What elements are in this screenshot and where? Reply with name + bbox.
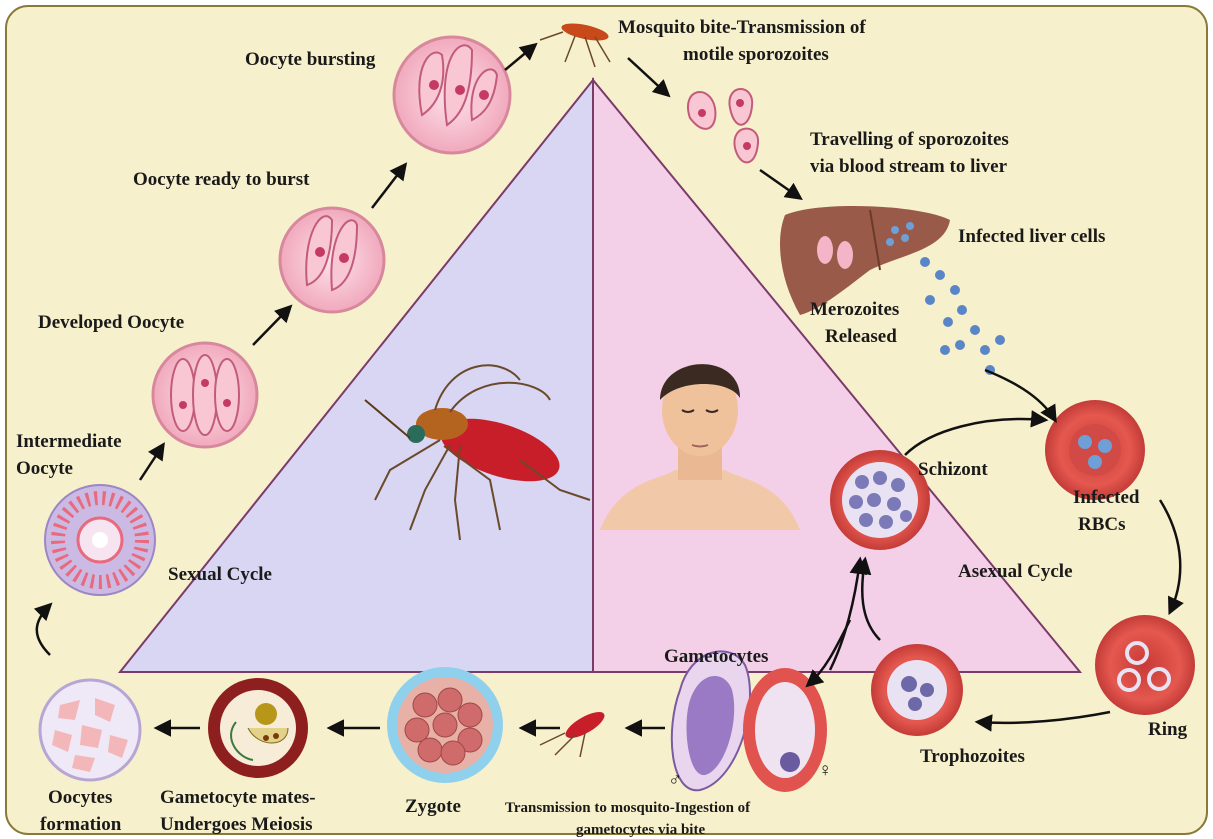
zygote-icon (387, 667, 503, 783)
label-merozoites-line2: Released (825, 326, 897, 347)
oocyte-bursting-icon (394, 37, 510, 153)
label-infected-rbcs-line1: Infected (1073, 487, 1140, 508)
gametocyte-mates-icon (208, 678, 308, 778)
label-infected-liver: Infected liver cells (958, 226, 1105, 247)
label-merozoites-line1: Merozoites (810, 299, 899, 320)
infected-rbc-icon (1045, 400, 1145, 500)
label-asexual-cycle: Asexual Cycle (958, 561, 1073, 582)
label-oocyte-bursting: Oocyte bursting (245, 49, 376, 70)
label-gametocyte-mates-line2: Undergoes Meiosis (160, 814, 313, 835)
label-developed-oocyte: Developed Oocyte (38, 312, 184, 333)
label-mosquito-bite-line1: Mosquito bite-Transmission of (618, 17, 866, 38)
label-sexual-cycle: Sexual Cycle (168, 564, 272, 585)
label-oocyte-ready: Oocyte ready to burst (133, 169, 310, 190)
intermediate-oocyte-icon (45, 485, 155, 595)
label-trophozoites: Trophozoites (920, 746, 1025, 767)
label-travelling-line2: via blood stream to liver (810, 156, 1008, 177)
schizont-icon (830, 450, 930, 550)
label-oocytes-formation-line2: formation (40, 814, 122, 835)
label-intermediate-line1: Intermediate (16, 431, 122, 452)
trophozoites-icon (871, 644, 963, 736)
label-gametocytes: Gametocytes (664, 646, 768, 667)
oocytes-formation-icon (40, 680, 140, 780)
developed-oocyte-icon (153, 343, 257, 447)
label-schizont: Schizont (918, 459, 988, 480)
label-zygote: Zygote (405, 796, 461, 817)
label-transmission-line2: gametocytes via bite (576, 822, 705, 838)
female-symbol: ♀ (818, 760, 832, 781)
label-infected-rbcs-line2: RBCs (1078, 514, 1126, 535)
oocyte-ready-icon (280, 208, 384, 312)
ring-stage-icon (1095, 615, 1195, 715)
label-oocytes-formation-line1: Oocytes (48, 787, 112, 808)
label-ring: Ring (1148, 719, 1188, 740)
male-symbol: ♂ (668, 770, 682, 791)
label-transmission-line1: Transmission to mosquito-Ingestion of (505, 800, 751, 816)
label-gametocyte-mates-line1: Gametocyte mates- (160, 787, 316, 808)
label-intermediate-line2: Oocyte (16, 458, 73, 479)
label-mosquito-bite-line2: motile sporozoites (683, 44, 829, 65)
label-travelling-line1: Travelling of sporozoites (810, 129, 1009, 150)
